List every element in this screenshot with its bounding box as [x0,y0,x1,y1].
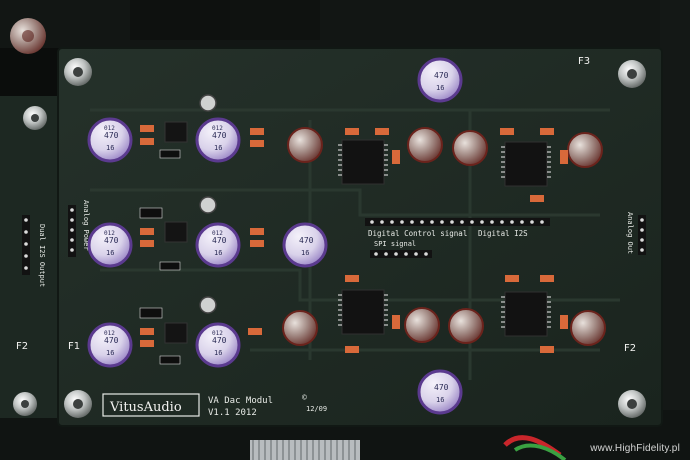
brand-logo: VitusAudio [109,400,182,415]
brand-frame [102,393,200,417]
svg-text:470: 470 [104,336,119,345]
copyright-mark: © [302,393,307,402]
capacitor-small [199,94,217,314]
svg-text:470: 470 [299,236,314,245]
green-wire [513,443,567,460]
label-analog-out: Analog Out [626,212,634,254]
svg-text:16: 16 [214,349,222,357]
capacitor-brown [282,127,606,346]
label-digital-i2s: Digital I2S [478,229,528,238]
label-fuse-f2-left: F2 [16,341,28,352]
smd-diode [139,149,181,365]
module-version: V1.1 2012 [208,408,257,418]
mounting-screw [13,58,646,418]
capacitor-code: 012 012 012 012 012 012 [104,125,223,337]
label-analog-power: Analog Power [82,200,90,251]
label-fuse-f2-right: F2 [624,343,636,354]
label-fuse-f3: F3 [578,56,590,67]
svg-text:012: 012 [212,230,223,237]
label-digital-control-signal: Digital Control signal [368,229,467,238]
svg-text:012: 012 [212,125,223,132]
label-spi-signal: SPI signal [374,240,416,248]
svg-text:470: 470 [212,131,227,140]
svg-text:16: 16 [106,249,114,257]
background-capacitor [10,18,46,54]
capacitor-marking: 470 470 470 470 470 470 470 470 470 [104,71,449,392]
smd-resistor [140,125,568,353]
svg-text:470: 470 [212,236,227,245]
chip-pins [338,144,551,328]
svg-text:470: 470 [104,131,119,140]
dac-pcb [57,47,663,427]
svg-text:16: 16 [436,396,444,404]
svg-text:470: 470 [104,236,119,245]
svg-text:012: 012 [104,230,115,237]
capacitor-voltage: 16 16 16 16 16 16 16 16 16 [106,84,444,404]
header-pin-heads [24,208,644,270]
label-fuse-f1: F1 [68,341,80,352]
svg-text:16: 16 [214,144,222,152]
capacitor-purple [87,57,463,415]
module-name: VA Dac Modul [208,396,273,406]
svg-text:16: 16 [436,84,444,92]
dac-chip [341,139,548,337]
svg-text:012: 012 [212,330,223,337]
ribbon-cable [250,440,360,460]
voltage-regulator [164,121,188,344]
svg-text:470: 470 [434,71,449,80]
svg-text:012: 012 [104,330,115,337]
date-code: 12/09 [306,405,327,413]
svg-text:16: 16 [106,349,114,357]
label-dual-i2s-output: Dual I2S Output [38,224,46,287]
svg-text:470: 470 [212,336,227,345]
svg-text:012: 012 [104,125,115,132]
svg-text:16: 16 [301,249,309,257]
svg-text:16: 16 [214,249,222,257]
svg-text:470: 470 [434,383,449,392]
svg-text:16: 16 [106,144,114,152]
watermark: www.HighFidelity.pl [590,443,680,454]
